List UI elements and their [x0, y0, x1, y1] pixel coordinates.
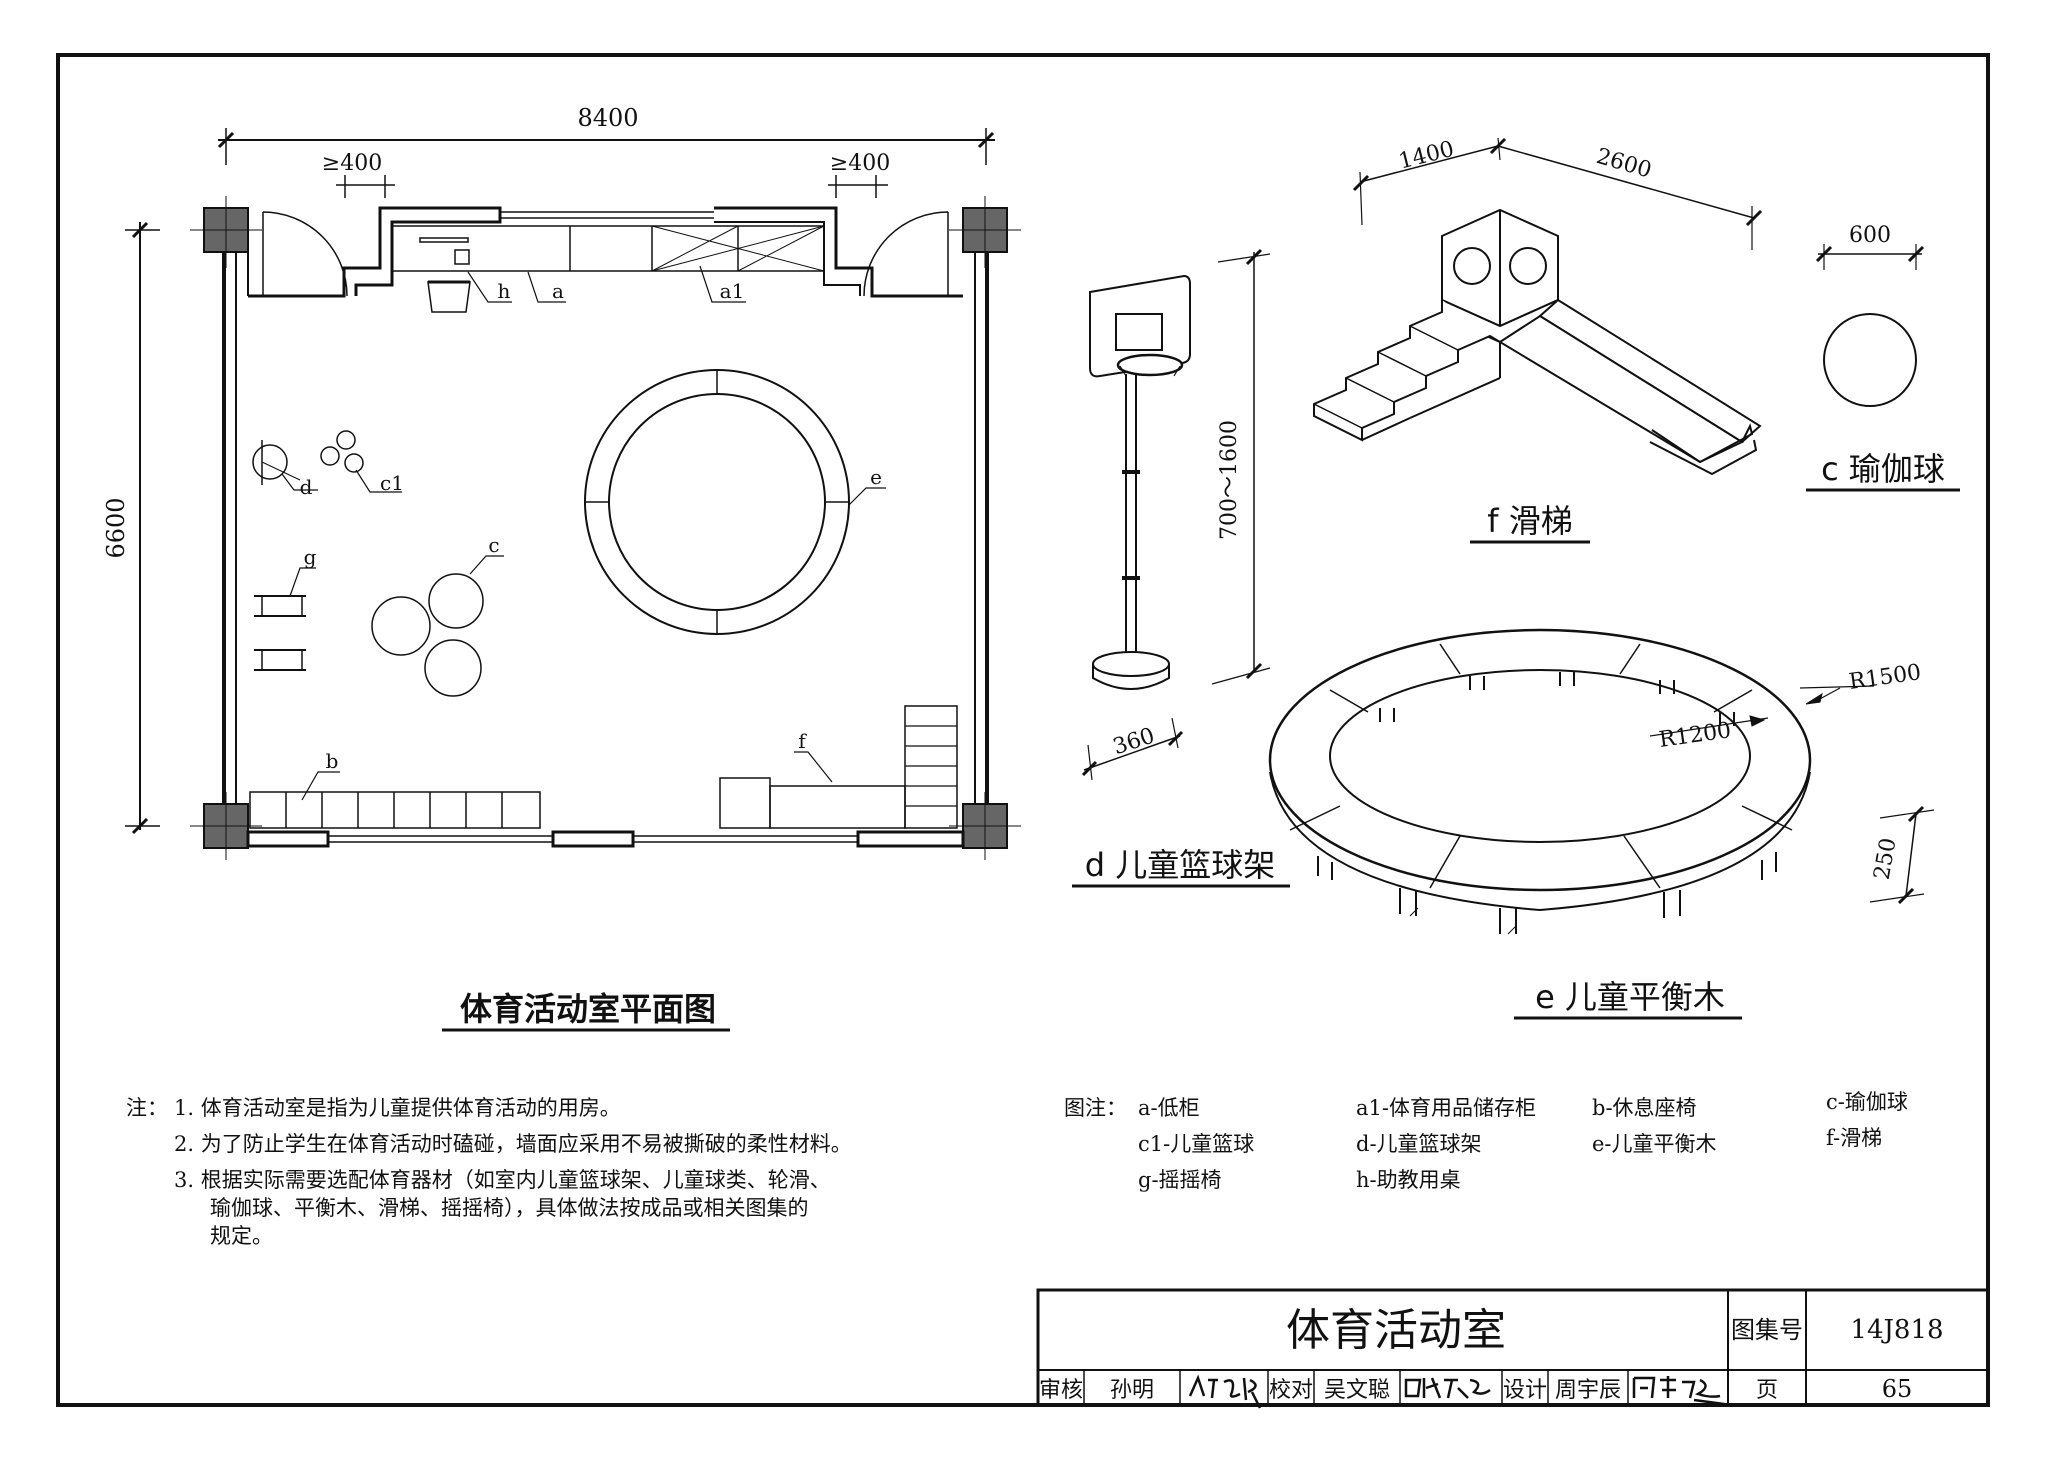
title-block [1036, 1288, 1990, 1409]
plan-tag-b: b [326, 749, 339, 773]
plan-tag-c1: c1 [380, 471, 404, 495]
yoga-dim: 600 [1849, 223, 1891, 248]
plan-tag-c: c [488, 533, 499, 557]
titleblock-reviewer: 孙明 [1110, 1378, 1154, 1403]
basketball-dim-base: 360 [1110, 723, 1158, 760]
legend-b: b-休息座椅 [1592, 1096, 1697, 1120]
notes-item-3: 3. 根据实际需要选配体育器材（如室内儿童篮球架、儿童球类、轮滑、 [174, 1168, 831, 1192]
basketball-dim-height: 700～1600 [1217, 420, 1242, 540]
titleblock-title: 体育活动室 [1286, 1305, 1506, 1356]
titleblock-checker: 吴文聪 [1324, 1378, 1390, 1403]
plan-dim-gap-left: ≥400 [322, 151, 382, 176]
notes-item-3-end: 规定。 [210, 1224, 273, 1248]
notes-item-3-cont: 瑜伽球、平衡木、滑梯、摇摇椅），具体做法按成品或相关图集的 [210, 1196, 809, 1220]
legend-d: d-儿童篮球架 [1356, 1132, 1482, 1156]
plan-tag-h: h [498, 279, 511, 303]
beam-height: 250 [1870, 836, 1902, 882]
basketball-stand-drawing [1081, 248, 1271, 781]
titleblock-design-label: 设计 [1503, 1378, 1547, 1403]
yoga-ball-drawing [1815, 244, 1925, 407]
plan-tag-a1: a1 [720, 279, 745, 303]
plan-dim-height: 6600 [102, 497, 130, 558]
basketball-caption: d 儿童篮球架 [1085, 846, 1276, 884]
titleblock-page-no: 65 [1882, 1375, 1913, 1403]
plan-tag-a: a [552, 279, 564, 303]
legend-label: 图注： [1064, 1096, 1127, 1120]
plan-tag-e: e [870, 465, 882, 489]
titleblock-designer: 周宇辰 [1555, 1378, 1621, 1403]
legend-c1: c1-儿童篮球 [1138, 1132, 1255, 1156]
plan-tag-g: g [304, 545, 317, 569]
legend-f: f-滑梯 [1826, 1126, 1883, 1150]
legend-a: a-低柜 [1138, 1096, 1200, 1120]
floor-plan [125, 128, 1021, 860]
slide-dim-a: 1400 [1396, 137, 1456, 175]
balance-beam-drawing [1268, 628, 1935, 935]
titleblock-page-label: 页 [1756, 1378, 1778, 1403]
slide-dim-b: 2600 [1593, 144, 1654, 183]
plan-dim-gap-right: ≥400 [830, 151, 890, 176]
plan-title: 体育活动室平面图 [460, 990, 716, 1028]
legend-e: e-儿童平衡木 [1592, 1132, 1717, 1156]
notes-item-2: 2. 为了防止学生在体育活动时磕碰，墙面应采用不易被撕破的柔性材料。 [174, 1132, 852, 1156]
notes-label: 注： [126, 1096, 168, 1120]
plan-dim-width: 8400 [577, 104, 638, 132]
titleblock-review-label: 审核 [1039, 1378, 1083, 1403]
plan-tag-d: d [300, 475, 313, 499]
yoga-caption: c 瑜伽球 [1821, 450, 1945, 488]
titleblock-check-label: 校对 [1269, 1378, 1313, 1403]
legend-g: g-摇摇椅 [1138, 1168, 1222, 1192]
legend-h: h-助教用桌 [1356, 1168, 1461, 1192]
beam-r-outer: R1500 [1847, 660, 1922, 695]
legend-a1: a1-体育用品储存柜 [1356, 1096, 1536, 1120]
notes-item-1: 1. 体育活动室是指为儿童提供体育活动的用房。 [174, 1096, 621, 1120]
titleblock-atlas-label: 图集号 [1731, 1316, 1803, 1344]
titleblock-atlas-no: 14J818 [1850, 1315, 1943, 1345]
sheet-border [56, 53, 1990, 1407]
slide-caption: f 滑梯 [1487, 502, 1572, 540]
legend-c: c-瑜伽球 [1826, 1090, 1908, 1114]
beam-caption: e 儿童平衡木 [1535, 978, 1725, 1016]
plan-tag-f: f [798, 729, 807, 753]
slide-drawing [1313, 137, 1763, 476]
